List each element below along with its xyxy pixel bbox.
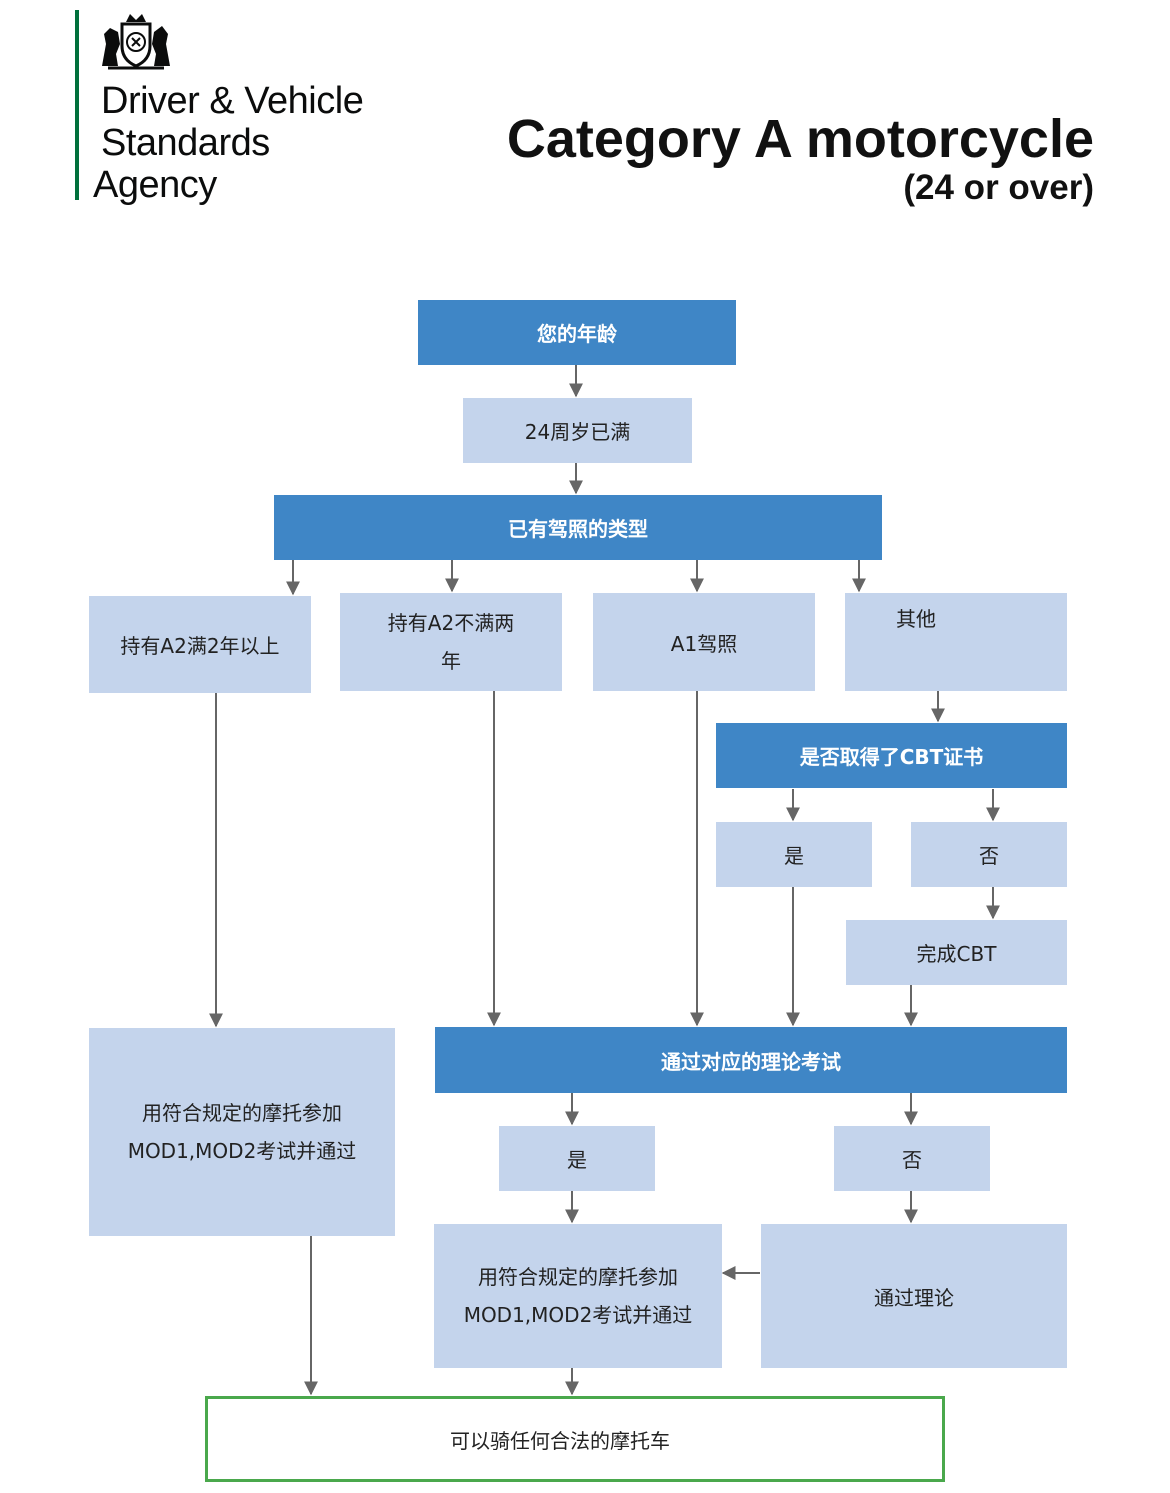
node-cbt-question: 是否取得了CBT证书 bbox=[716, 723, 1067, 788]
node-a1-license: A1驾照 bbox=[593, 593, 815, 691]
node-age-24: 24周岁已满 bbox=[463, 398, 692, 463]
page-title: Category A motorcycle bbox=[506, 109, 1094, 169]
node-theory-yes: 是 bbox=[499, 1126, 655, 1191]
node-pass-theory: 通过理论 bbox=[761, 1224, 1067, 1368]
page-subtitle: (24 or over) bbox=[903, 168, 1094, 207]
logo-line-2: Standards bbox=[101, 122, 270, 164]
logo-accent-bar bbox=[75, 10, 79, 200]
node-a2-under-2-years: 持有A2不满两年 bbox=[340, 593, 562, 691]
node-theory-no: 否 bbox=[834, 1126, 990, 1191]
node-cbt-yes: 是 bbox=[716, 822, 872, 887]
node-theory-test: 通过对应的理论考试 bbox=[435, 1027, 1067, 1093]
node-final-result: 可以骑任何合法的摩托车 bbox=[205, 1396, 945, 1482]
node-complete-cbt: 完成CBT bbox=[846, 920, 1067, 985]
royal-crest-icon bbox=[102, 14, 170, 70]
logo-line-1: Driver & Vehicle bbox=[101, 80, 364, 122]
node-age: 您的年龄 bbox=[418, 300, 736, 365]
node-license-type: 已有驾照的类型 bbox=[274, 495, 882, 560]
node-cbt-no: 否 bbox=[911, 822, 1067, 887]
node-other: 其他 bbox=[845, 593, 1067, 691]
logo-line-3: Agency bbox=[93, 164, 217, 206]
node-a2-over-2-years: 持有A2满2年以上 bbox=[89, 596, 311, 693]
